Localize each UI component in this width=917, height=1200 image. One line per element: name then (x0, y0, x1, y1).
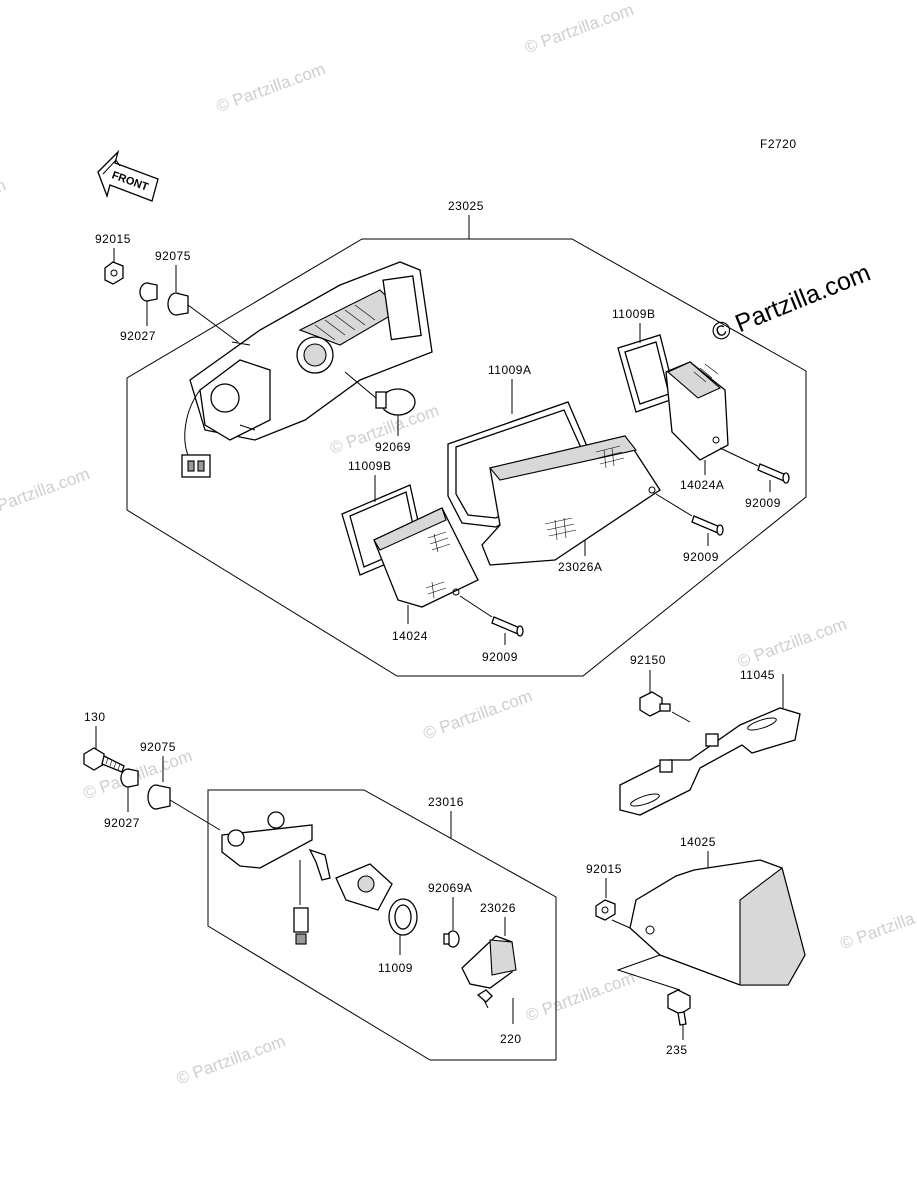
callout-92027-top: 92027 (120, 329, 156, 343)
watermark: © Partzilla.com (214, 59, 328, 116)
lens-23026 (461, 935, 517, 989)
watermark: © Partzilla.com (0, 464, 92, 521)
bracket-11045 (619, 707, 801, 816)
bulb-92069 (344, 371, 416, 416)
callout-11045: 11045 (740, 668, 775, 682)
bolt-130 (83, 747, 125, 773)
license-lamp-housing (221, 811, 393, 945)
callout-23016: 23016 (428, 795, 464, 809)
callout-23026a: 23026A (558, 560, 602, 574)
screw-92009-mid (655, 493, 724, 536)
assembly-outline-23025 (126, 238, 807, 677)
watermark: © Partzilla.com (838, 896, 917, 953)
callout-92015-bottom: 92015 (586, 862, 622, 876)
callout-14025: 14025 (680, 835, 716, 849)
watermark: © Partzilla.com (735, 614, 849, 671)
watermark: © Partzilla.com (421, 686, 535, 743)
callout-235: 235 (666, 1043, 688, 1057)
callout-92027-bottom: 92027 (104, 816, 140, 830)
callout-92150: 92150 (630, 653, 666, 667)
bulb-92069a (443, 930, 460, 948)
lens-14024a (665, 361, 729, 461)
screw-220 (476, 989, 493, 1009)
callout-23025: 23025 (448, 199, 484, 213)
callout-14024a: 14024A (680, 478, 724, 492)
nut-92015-bottom (595, 899, 616, 921)
lens-14024 (373, 507, 479, 608)
grommet-group-bottom (120, 768, 221, 831)
watermark: © Partzilla.com (174, 1031, 288, 1088)
front-arrow-icon: FRONT (97, 149, 159, 202)
callout-92015-top: 92015 (95, 232, 131, 246)
lens-23026a (481, 435, 661, 566)
callout-130: 130 (84, 710, 106, 724)
cover-14025 (611, 859, 806, 991)
screw-92009-right (719, 447, 790, 484)
callout-92009-mid: 92009 (683, 550, 719, 564)
callout-92009-bottom: 92009 (482, 650, 518, 664)
callout-92069: 92069 (375, 440, 411, 454)
gasket-11009b-top (617, 334, 677, 413)
watermark: © Partzilla.com (0, 175, 8, 232)
tail-lamp-housing (181, 261, 433, 478)
callout-23026: 23026 (480, 901, 516, 915)
grommet-group-top (104, 261, 239, 343)
watermark: © Partzilla.com (523, 968, 637, 1025)
screw-92009-bottom (459, 595, 524, 637)
callout-11009: 11009 (378, 961, 413, 975)
assembly-outline-23016 (207, 789, 557, 1061)
callout-11009b-top: 11009B (612, 307, 655, 321)
callout-220: 220 (500, 1032, 522, 1046)
callout-92069a: 92069A (428, 881, 472, 895)
watermark: © Partzilla.com (522, 0, 636, 57)
callout-92075-top: 92075 (155, 249, 191, 263)
bolt-92150 (639, 691, 691, 723)
callout-14024: 14024 (392, 629, 428, 643)
callout-92075-bottom: 92075 (140, 740, 176, 754)
callout-92009-right: 92009 (745, 496, 781, 510)
bolt-235 (667, 989, 691, 1026)
brand-watermark: © Partzilla.com (708, 258, 875, 347)
diagram-code: F2720 (760, 137, 797, 151)
lens-11009 (388, 898, 418, 936)
callout-11009a: 11009A (488, 363, 531, 377)
callout-11009b-left: 11009B (348, 459, 391, 473)
